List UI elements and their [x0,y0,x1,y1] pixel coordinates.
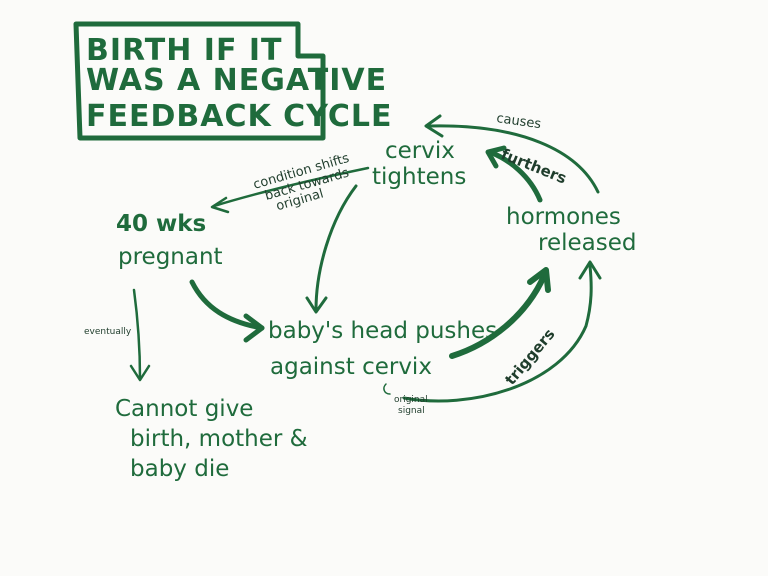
node-outcome-line-1: Cannot give [115,396,253,422]
arrow-cervix-head-head [305,296,328,314]
arrow-condition-shifts [210,166,370,214]
arrow-triggers-line [402,264,593,403]
node-pregnant-line-1: 40 wks [116,211,206,237]
node-40-wks-pregnant: 40 wks pregnant [116,211,223,270]
title-line-3: FEEDBACK CYCLE [86,99,392,134]
node-outcome: Cannot give birth, mother & baby die [115,396,308,482]
arrow-eventually [129,288,151,382]
node-head-pushes: baby's head pushes against cervix [268,318,497,380]
arrow-furthers [485,145,543,203]
node-head-line-2: against cervix [270,354,432,380]
label-original-signal: original signal [394,395,428,416]
arrow-pregnant-head-line [189,279,265,331]
arrow-triggers-head [578,260,602,280]
title-border [73,21,326,141]
arrow-eventually-head [129,364,151,382]
label-causes: causes [495,111,542,132]
arrow-head-hormones-head [527,267,551,293]
node-cervix-line-2: tightens [372,164,466,190]
node-pregnant-line-2: pregnant [118,244,223,270]
node-outcome-line-3: baby die [130,456,229,482]
title-line-1: BIRTH IF IT [86,33,283,68]
title-box: BIRTH IF IT WAS A NEGATIVE FEEDBACK CYCL… [73,21,392,141]
arrow-head-to-hormones [449,267,551,359]
node-head-line-1: baby's head pushes [268,318,497,344]
node-hormones-line-2: released [538,230,636,256]
arrow-pregnant-to-head [189,279,265,343]
arrow-condition-line [212,166,370,208]
arrow-head-hormones-line [449,273,547,359]
label-eventually: eventually [84,327,132,337]
label-original-signal-line-1: original [394,395,428,405]
arrow-causes [424,114,600,194]
label-original-signal-line-2: signal [398,406,425,416]
arrow-cervix-to-head [305,184,358,314]
arrow-triggers [402,260,602,403]
node-outcome-line-2: birth, mother & [130,426,308,452]
original-signal-pointer [383,383,391,395]
arrow-cervix-head-line [314,184,358,312]
title-line-2: WAS A NEGATIVE [86,63,387,98]
node-cervix-line-1: cervix [385,138,455,164]
node-hormones-released: hormones released [506,204,636,256]
arrow-condition-head [210,196,230,214]
arrow-furthers-head [485,145,507,169]
arrow-causes-head [424,114,444,138]
node-hormones-line-1: hormones [506,204,621,230]
arrow-furthers-line [487,149,543,203]
node-cervix-tightens: cervix tightens [372,138,466,190]
arrow-pregnant-head-head [243,313,265,343]
arrow-causes-line [428,124,600,194]
arrow-eventually-line [132,288,142,380]
